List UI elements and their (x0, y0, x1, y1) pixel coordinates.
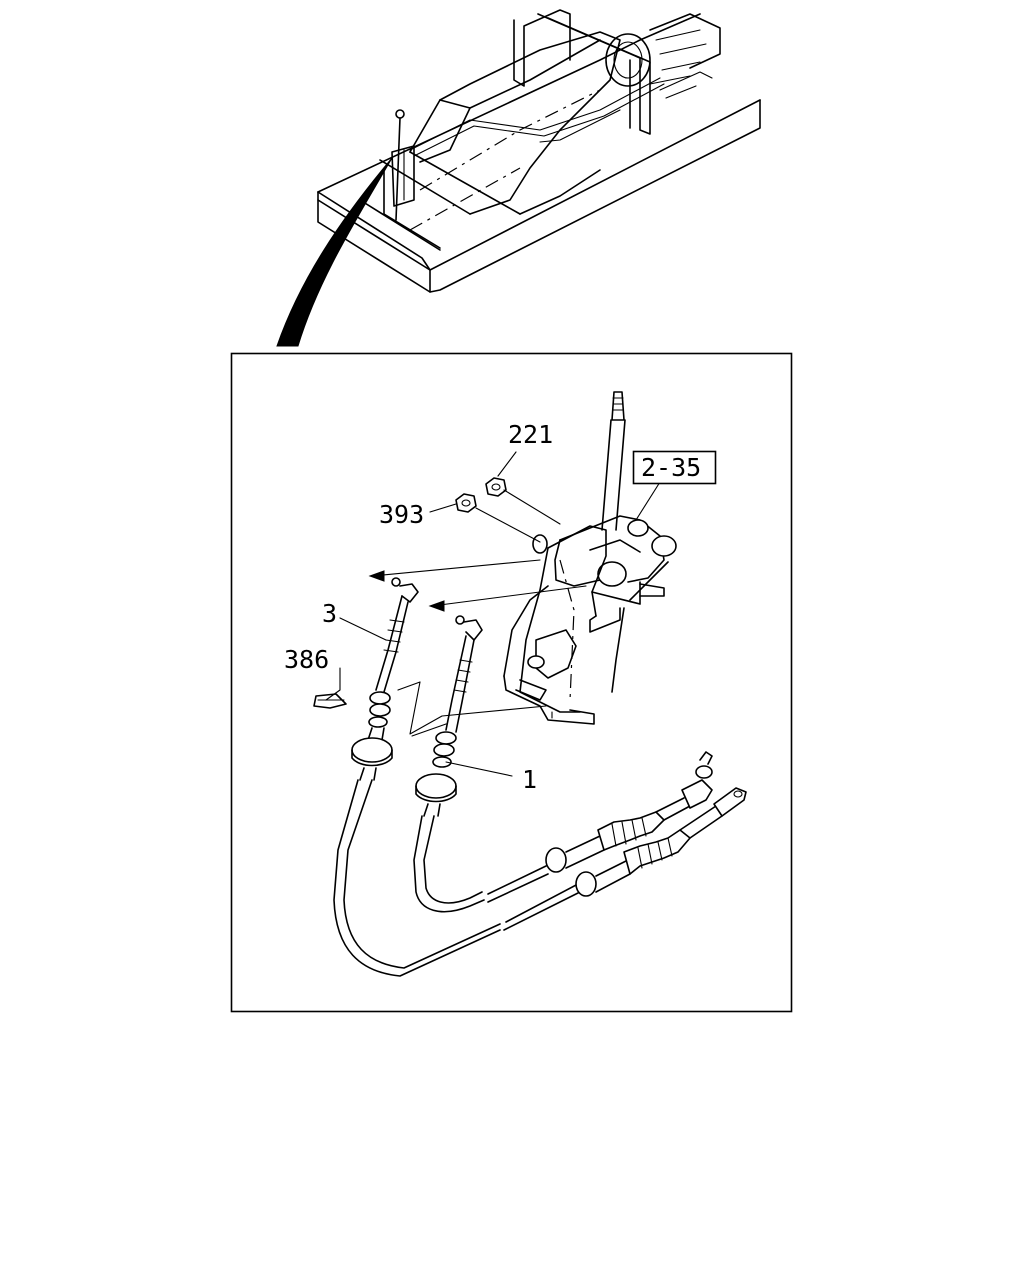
shift-lever-overview (395, 117, 401, 221)
transmission-body (409, 31, 621, 215)
leader-1 (445, 761, 513, 777)
leader-3 (339, 617, 387, 641)
shift-lever-rod (601, 419, 626, 531)
vehicle-frame-overview (276, 9, 761, 347)
leader-lower-ball (431, 585, 587, 607)
nut-221 (485, 477, 507, 497)
leader-upper-ball (371, 559, 541, 577)
cable-transmission-ends (487, 751, 747, 931)
callout-393: 393 (379, 500, 424, 529)
leader-2-35 (635, 481, 661, 521)
nut-393 (455, 493, 477, 513)
leader-393 (429, 503, 457, 513)
frame-rail-lower (317, 99, 761, 293)
reference-box-label: 2-35 (641, 453, 701, 482)
callout-221: 221 (508, 420, 553, 449)
callout-386: 386 (284, 645, 329, 674)
leader-nut-393-to-bracket (475, 507, 541, 543)
rear-crossmember (513, 9, 571, 87)
detail-frame (230, 352, 793, 1013)
bracket-386 (313, 693, 347, 709)
cable-route-overview (409, 77, 661, 151)
cable-3-assembly (333, 577, 501, 977)
callout-3: 3 (322, 599, 337, 628)
leader-386 (325, 667, 341, 701)
cable-1-assembly (413, 615, 485, 913)
zoom-pointer (276, 157, 393, 347)
leader-221 (497, 451, 517, 477)
reference-box (632, 450, 717, 485)
shift-lever-assembly (503, 391, 677, 725)
callout-1: 1 (522, 765, 537, 794)
